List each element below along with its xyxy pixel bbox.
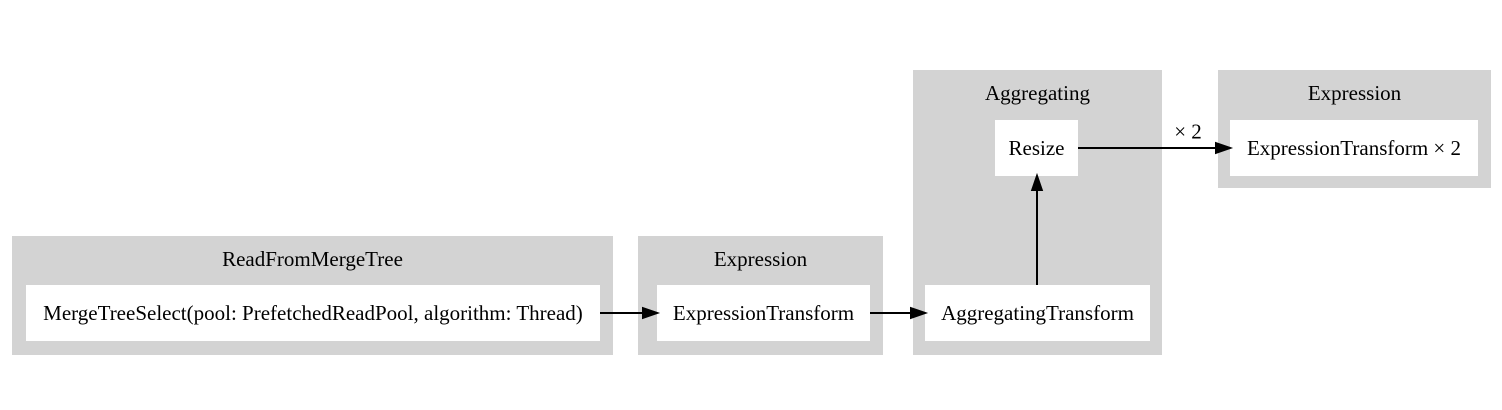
group-title: Aggregating [985,81,1090,105]
node-expression-transform-x2: ExpressionTransform × 2 [1230,120,1478,176]
group-expression-1: Expression ExpressionTransform [638,236,883,355]
node-aggregating-transform: AggregatingTransform [925,285,1150,341]
group-aggregating: Aggregating Resize AggregatingTransform [913,70,1162,355]
node-merge-tree-select: MergeTreeSelect(pool: PrefetchedReadPool… [26,285,600,341]
node-resize: Resize [995,120,1078,176]
group-title: ReadFromMergeTree [222,247,403,271]
group-title: Expression [1307,81,1402,105]
group-expression-2: Expression ExpressionTransform × 2 [1218,70,1491,188]
group-title: Expression [713,247,808,271]
group-read-from-merge-tree: ReadFromMergeTree MergeTreeSelect(pool: … [12,236,613,355]
node-expression-transform: ExpressionTransform [657,285,870,341]
edge-label-x2: × 2 [1174,119,1202,144]
